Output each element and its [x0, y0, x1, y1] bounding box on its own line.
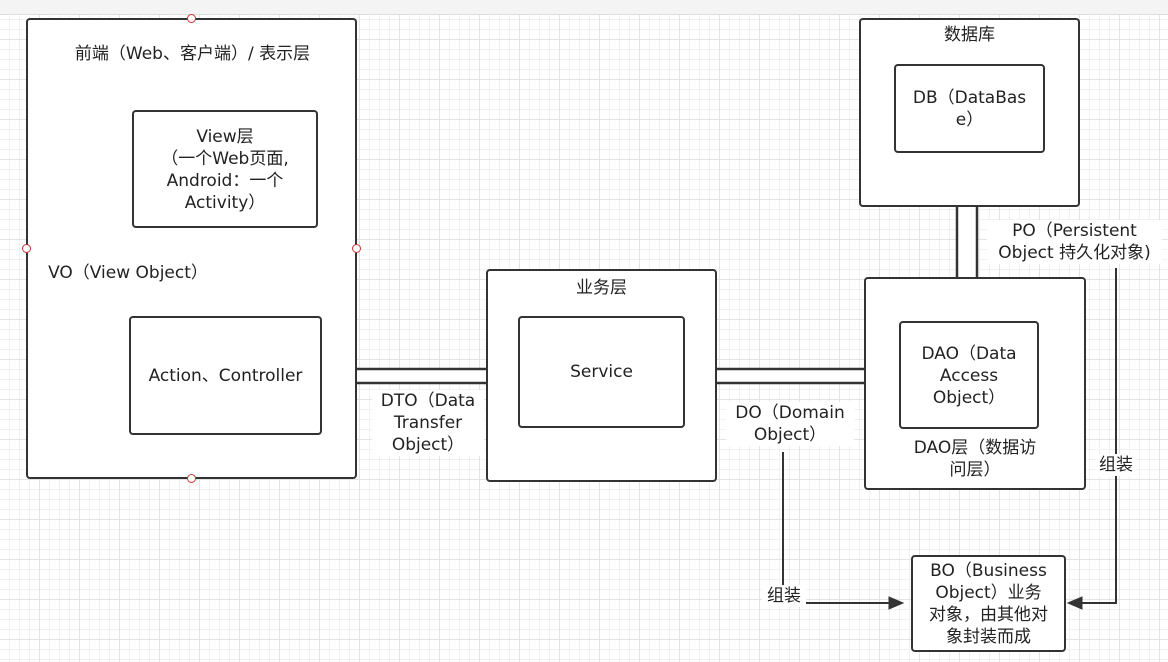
selection-handle-top[interactable] — [187, 14, 196, 23]
service-box[interactable] — [518, 316, 685, 428]
view-label: View层 （一个Web页面, Android：一个 Activity） — [161, 127, 289, 213]
bo-label: BO（Business Object）业务 对象，由其他对 象封装而成 — [929, 561, 1048, 647]
do-label: DO（Domain Object） — [726, 402, 854, 446]
assemble-right-arrowhead — [1066, 596, 1083, 610]
vo-label: VO（View Object） — [48, 262, 208, 284]
business-title: 业务层 — [576, 278, 627, 298]
view-box[interactable] — [132, 110, 318, 228]
selection-handle-right[interactable] — [352, 244, 361, 253]
db-label: DB（DataBas e） — [912, 88, 1027, 130]
assemble-right-line — [1080, 268, 1117, 604]
controller-box[interactable] — [129, 316, 322, 435]
bo-box[interactable] — [911, 555, 1066, 652]
controller-label: Action、Controller — [148, 366, 303, 386]
dao-inner-label: DAO（Data Access Object） — [921, 344, 1017, 408]
service-label: Service — [570, 362, 633, 382]
frontend-title: 前端（Web、客户端）/ 表示层 — [74, 44, 311, 64]
po-label: PO（Persistent Object 持久化对象) — [987, 220, 1162, 264]
database-title: 数据库 — [944, 25, 995, 45]
dto-label: DTO（Data Transfer Object） — [372, 390, 484, 456]
canvas-top-strip — [0, 0, 1168, 15]
assemble-left-arrowhead — [888, 596, 905, 610]
dao-inner-box[interactable] — [899, 321, 1039, 429]
selection-handle-left[interactable] — [22, 244, 31, 253]
assemble-right-label: 组装 — [1096, 454, 1136, 476]
dao-caption: DAO层（数据访 问层） — [913, 438, 1037, 480]
assemble-left-label: 组装 — [762, 585, 806, 607]
selection-handle-bottom[interactable] — [187, 474, 196, 483]
db-box[interactable] — [894, 64, 1045, 153]
